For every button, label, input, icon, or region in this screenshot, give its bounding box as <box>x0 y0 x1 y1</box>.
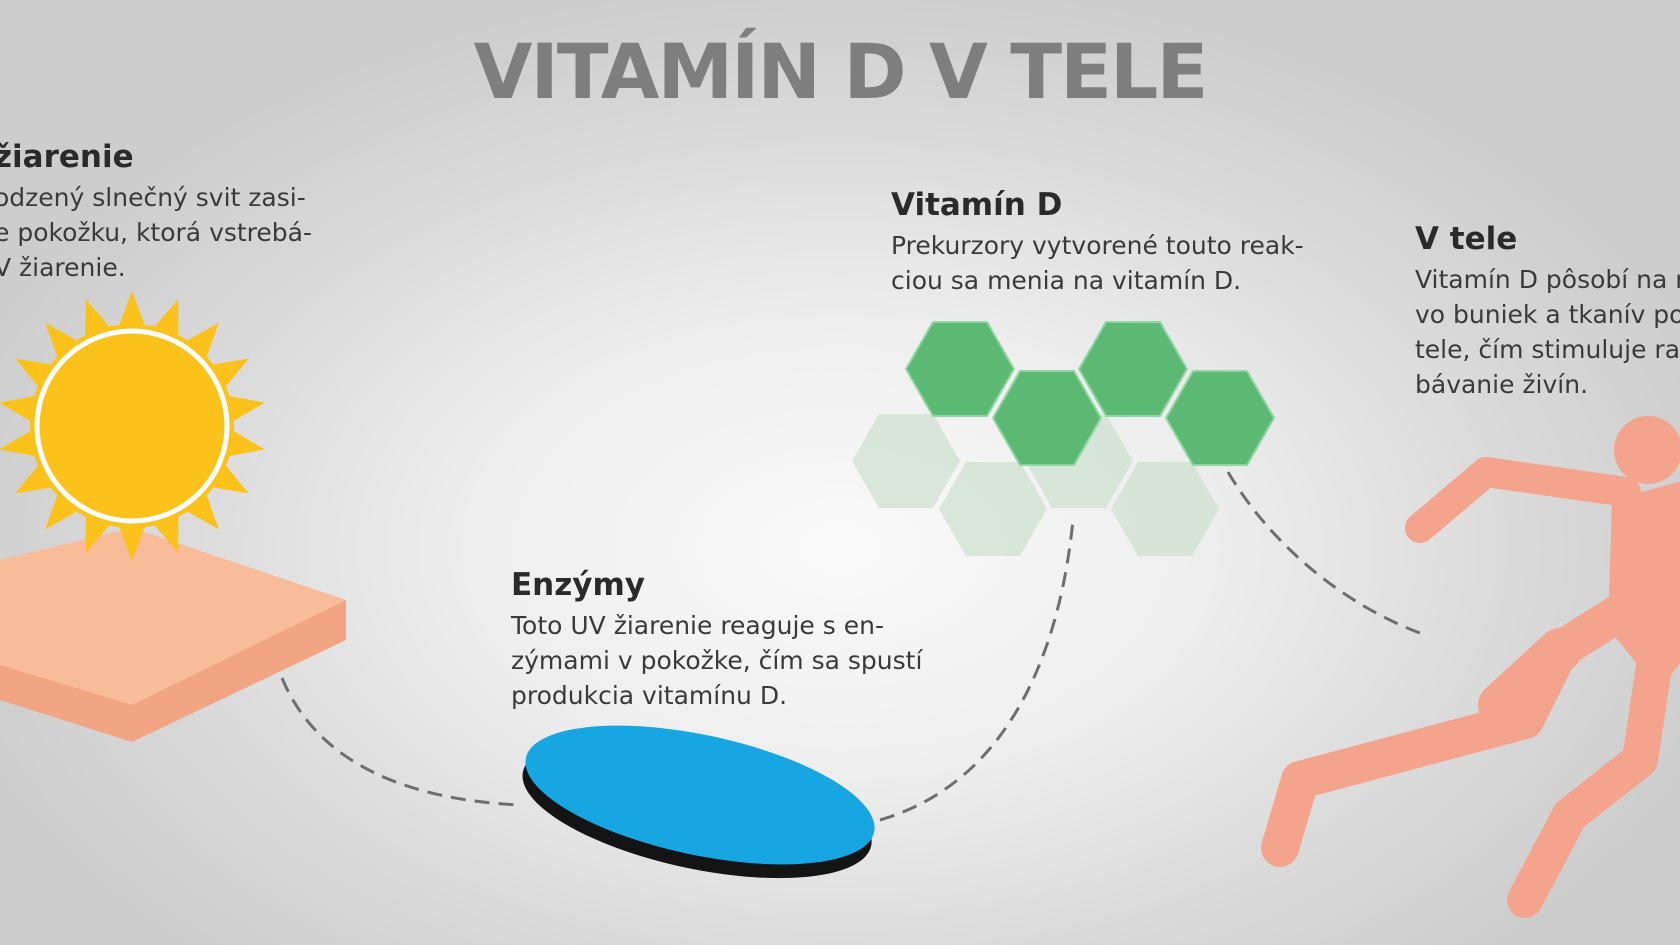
step-uv-heading: žiarenie <box>0 139 134 175</box>
sun-ray <box>45 322 83 363</box>
step-body-line-4: bávanie živín. <box>1415 370 1589 400</box>
step-uv-line-2: e pokožku, ktorá vstrebá- <box>0 218 313 248</box>
step-vitamin-line-1: Prekurzory vytvorené touto reak- <box>891 231 1304 261</box>
step-uv-line-3: V žiarenie. <box>0 253 126 283</box>
step-vitamin-text: Prekurzory vytvorené touto reak- ciou sa… <box>891 228 1304 298</box>
sun-ray <box>181 489 219 530</box>
step-uv-text: odzený slnečný svit zasi- e pokožku, kto… <box>0 180 312 285</box>
runner-icon <box>1261 416 1680 918</box>
step-enzymes-text: Toto UV žiarenie reaguje s en- zýmami v … <box>511 608 922 713</box>
sun-icon <box>0 291 265 561</box>
sun-ray <box>117 291 147 332</box>
sun-ray <box>45 489 83 530</box>
sun-ray <box>117 520 147 561</box>
molecule-hexagons-icon <box>852 321 1275 556</box>
step-enzymes-line-1: Toto UV žiarenie reaguje s en- <box>511 611 884 641</box>
step-enzymes: Enzýmy Toto UV žiarenie reaguje s en- zý… <box>511 568 922 713</box>
sun-ray <box>181 322 219 363</box>
step-body-line-3: tele, čím stimuluje ras <box>1415 335 1680 365</box>
step-vitamin-heading: Vitamín D <box>891 187 1063 223</box>
step-body-line-2: vo buniek a tkanív po <box>1415 300 1680 330</box>
step-enzymes-line-2: zýmami v pokožke, čím sa spustí <box>511 646 923 676</box>
connector-vitamin-to-body <box>1226 471 1429 638</box>
enzyme-disc-icon <box>522 725 875 879</box>
step-uv-line-1: odzený slnečný svit zasi- <box>0 183 306 213</box>
skin-layer-icon <box>0 528 346 742</box>
step-body: V tele Vitamín D pôsobí na r vo buniek a… <box>1415 222 1680 402</box>
connector-lines <box>280 471 1429 822</box>
connector-enzyme-to-vitamin <box>879 519 1075 822</box>
connector-skin-to-enzyme <box>280 677 521 807</box>
step-enzymes-heading: Enzýmy <box>511 567 646 603</box>
step-vitamin: Vitamín D Prekurzory vytvorené touto rea… <box>891 188 1304 298</box>
step-enzymes-line-3: produkcia vitamínu D. <box>511 681 788 711</box>
step-uv: žiarenie odzený slnečný svit zasi- e pok… <box>0 140 312 285</box>
step-body-text: Vitamín D pôsobí na r vo buniek a tkanív… <box>1415 262 1680 402</box>
step-body-heading: V tele <box>1415 222 1518 257</box>
page-title: VITAMÍN D V TELE <box>473 27 1209 116</box>
step-vitamin-line-2: ciou sa menia na vitamín D. <box>891 266 1242 296</box>
step-body-line-1: Vitamín D pôsobí na r <box>1415 265 1680 295</box>
